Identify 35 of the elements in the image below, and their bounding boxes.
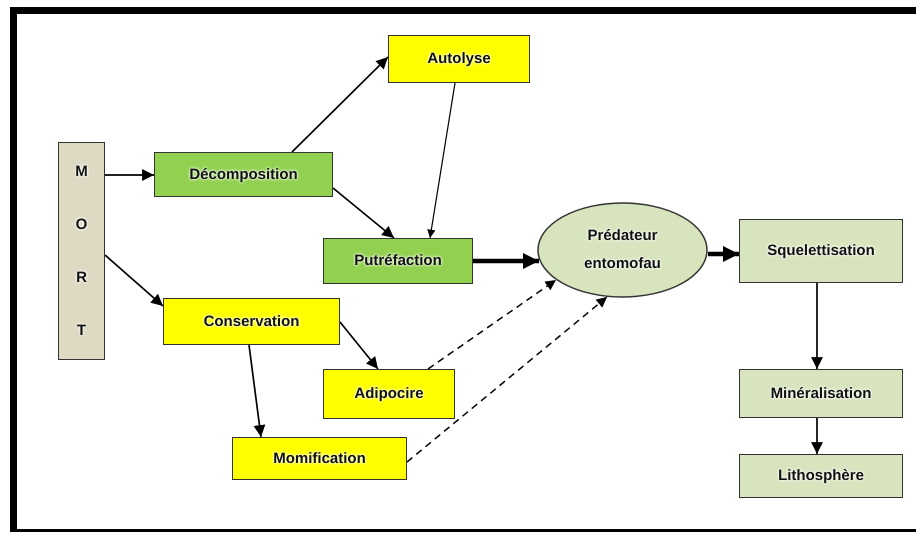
process-box [323,238,473,284]
arrow [248,344,266,438]
node-label: Minéralisation [770,384,872,404]
node-label: Autolyse [427,49,491,69]
node-label: Squelettisation [767,241,875,261]
process-box [154,152,333,197]
arrow [339,321,379,370]
arrow [811,418,823,454]
arrow [427,82,456,238]
process-ellipse [537,202,708,298]
node-label: MORT [74,162,89,341]
arrow [473,252,539,270]
process-box [739,369,903,418]
process-box [739,454,903,498]
process-box [739,219,903,283]
process-box [388,35,530,83]
node-label: Conservation [204,312,300,332]
arrow [428,279,556,370]
arrow [105,169,154,181]
vertical-box [58,142,105,360]
node-label: Prédateur entomofau [583,226,662,274]
arrow [104,254,164,307]
node-label: Décomposition [189,164,298,184]
process-box [232,437,407,480]
arrow [708,246,739,262]
process-box [323,369,455,419]
node-label: Adipocire [354,384,424,404]
arrow [406,296,608,463]
arrow [291,56,389,153]
node-label: Lithosphère [778,466,864,486]
arrow [811,283,823,369]
process-box [163,298,340,345]
node-label: Putréfaction [354,251,442,271]
arrow [332,187,395,239]
node-label: Momification [273,448,366,468]
